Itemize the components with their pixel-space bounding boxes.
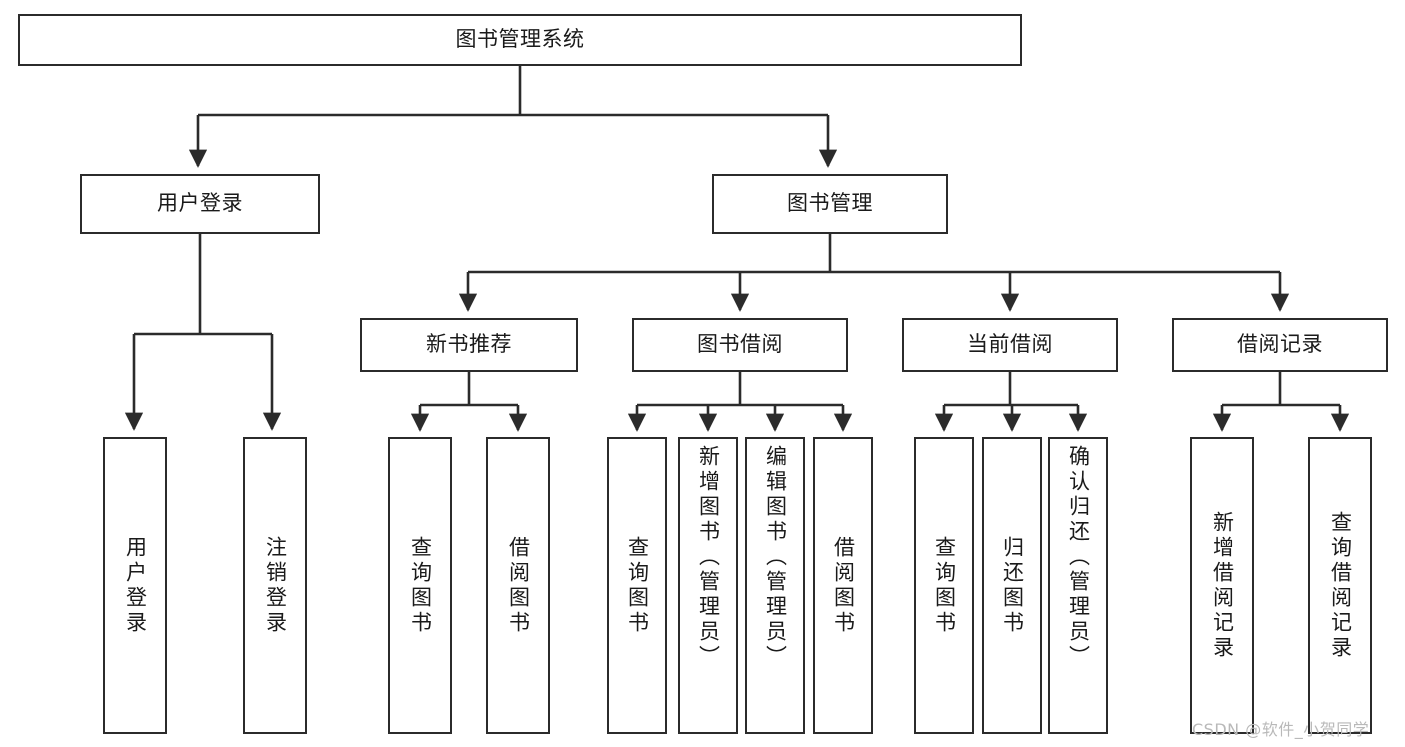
node-label: 图书管理系统	[455, 27, 585, 52]
node-user-login[interactable]: 用户登录	[80, 174, 320, 234]
leaf-add-borrow-record[interactable]: 新增借阅记录	[1190, 437, 1254, 734]
node-label: 用户登录	[157, 191, 243, 216]
leaf-label: 用户登录	[123, 535, 148, 636]
leaf-confirm-return-admin[interactable]: 确认归还（管理员）	[1048, 437, 1108, 734]
leaf-borrow-book[interactable]: 借阅图书	[813, 437, 873, 734]
leaf-add-book-admin[interactable]: 新增图书（管理员）	[678, 437, 738, 734]
leaf-label: 归还图书	[1000, 535, 1025, 636]
node-book-borrow[interactable]: 图书借阅	[632, 318, 848, 372]
node-label: 借阅记录	[1237, 332, 1323, 357]
leaf-return-book[interactable]: 归还图书	[982, 437, 1042, 734]
leaf-label: 新增借阅记录	[1210, 510, 1235, 661]
leaf-logout[interactable]: 注销登录	[243, 437, 307, 734]
leaf-user-login[interactable]: 用户登录	[103, 437, 167, 734]
node-borrow-record[interactable]: 借阅记录	[1172, 318, 1388, 372]
leaf-label: 查询图书	[625, 535, 650, 636]
leaf-label: 借阅图书	[506, 535, 531, 636]
leaf-label: 查询图书	[408, 535, 433, 636]
leaf-query-book-current[interactable]: 查询图书	[914, 437, 974, 734]
node-label: 图书借阅	[697, 332, 783, 357]
leaf-borrow-book-recommend[interactable]: 借阅图书	[486, 437, 550, 734]
node-current-borrow[interactable]: 当前借阅	[902, 318, 1118, 372]
leaf-label: 查询借阅记录	[1328, 510, 1353, 661]
leaf-query-book-borrow[interactable]: 查询图书	[607, 437, 667, 734]
node-label: 新书推荐	[426, 332, 512, 357]
leaf-edit-book-admin[interactable]: 编辑图书（管理员）	[745, 437, 805, 734]
leaf-label: 注销登录	[263, 535, 288, 636]
leaf-label: 新增图书（管理员）	[696, 445, 721, 670]
node-label: 图书管理	[787, 191, 873, 216]
leaf-label: 编辑图书（管理员）	[763, 445, 788, 670]
node-new-book-recommend[interactable]: 新书推荐	[360, 318, 578, 372]
node-label: 当前借阅	[967, 332, 1053, 357]
node-book-manage[interactable]: 图书管理	[712, 174, 948, 234]
leaf-query-borrow-record[interactable]: 查询借阅记录	[1308, 437, 1372, 734]
leaf-label: 查询图书	[932, 535, 957, 636]
csdn-watermark: CSDN @软件_小贺同学	[1192, 720, 1370, 739]
leaf-label: 借阅图书	[831, 535, 856, 636]
leaf-label: 确认归还（管理员）	[1066, 445, 1091, 670]
node-root-system[interactable]: 图书管理系统	[18, 14, 1022, 66]
leaf-query-book-recommend[interactable]: 查询图书	[388, 437, 452, 734]
